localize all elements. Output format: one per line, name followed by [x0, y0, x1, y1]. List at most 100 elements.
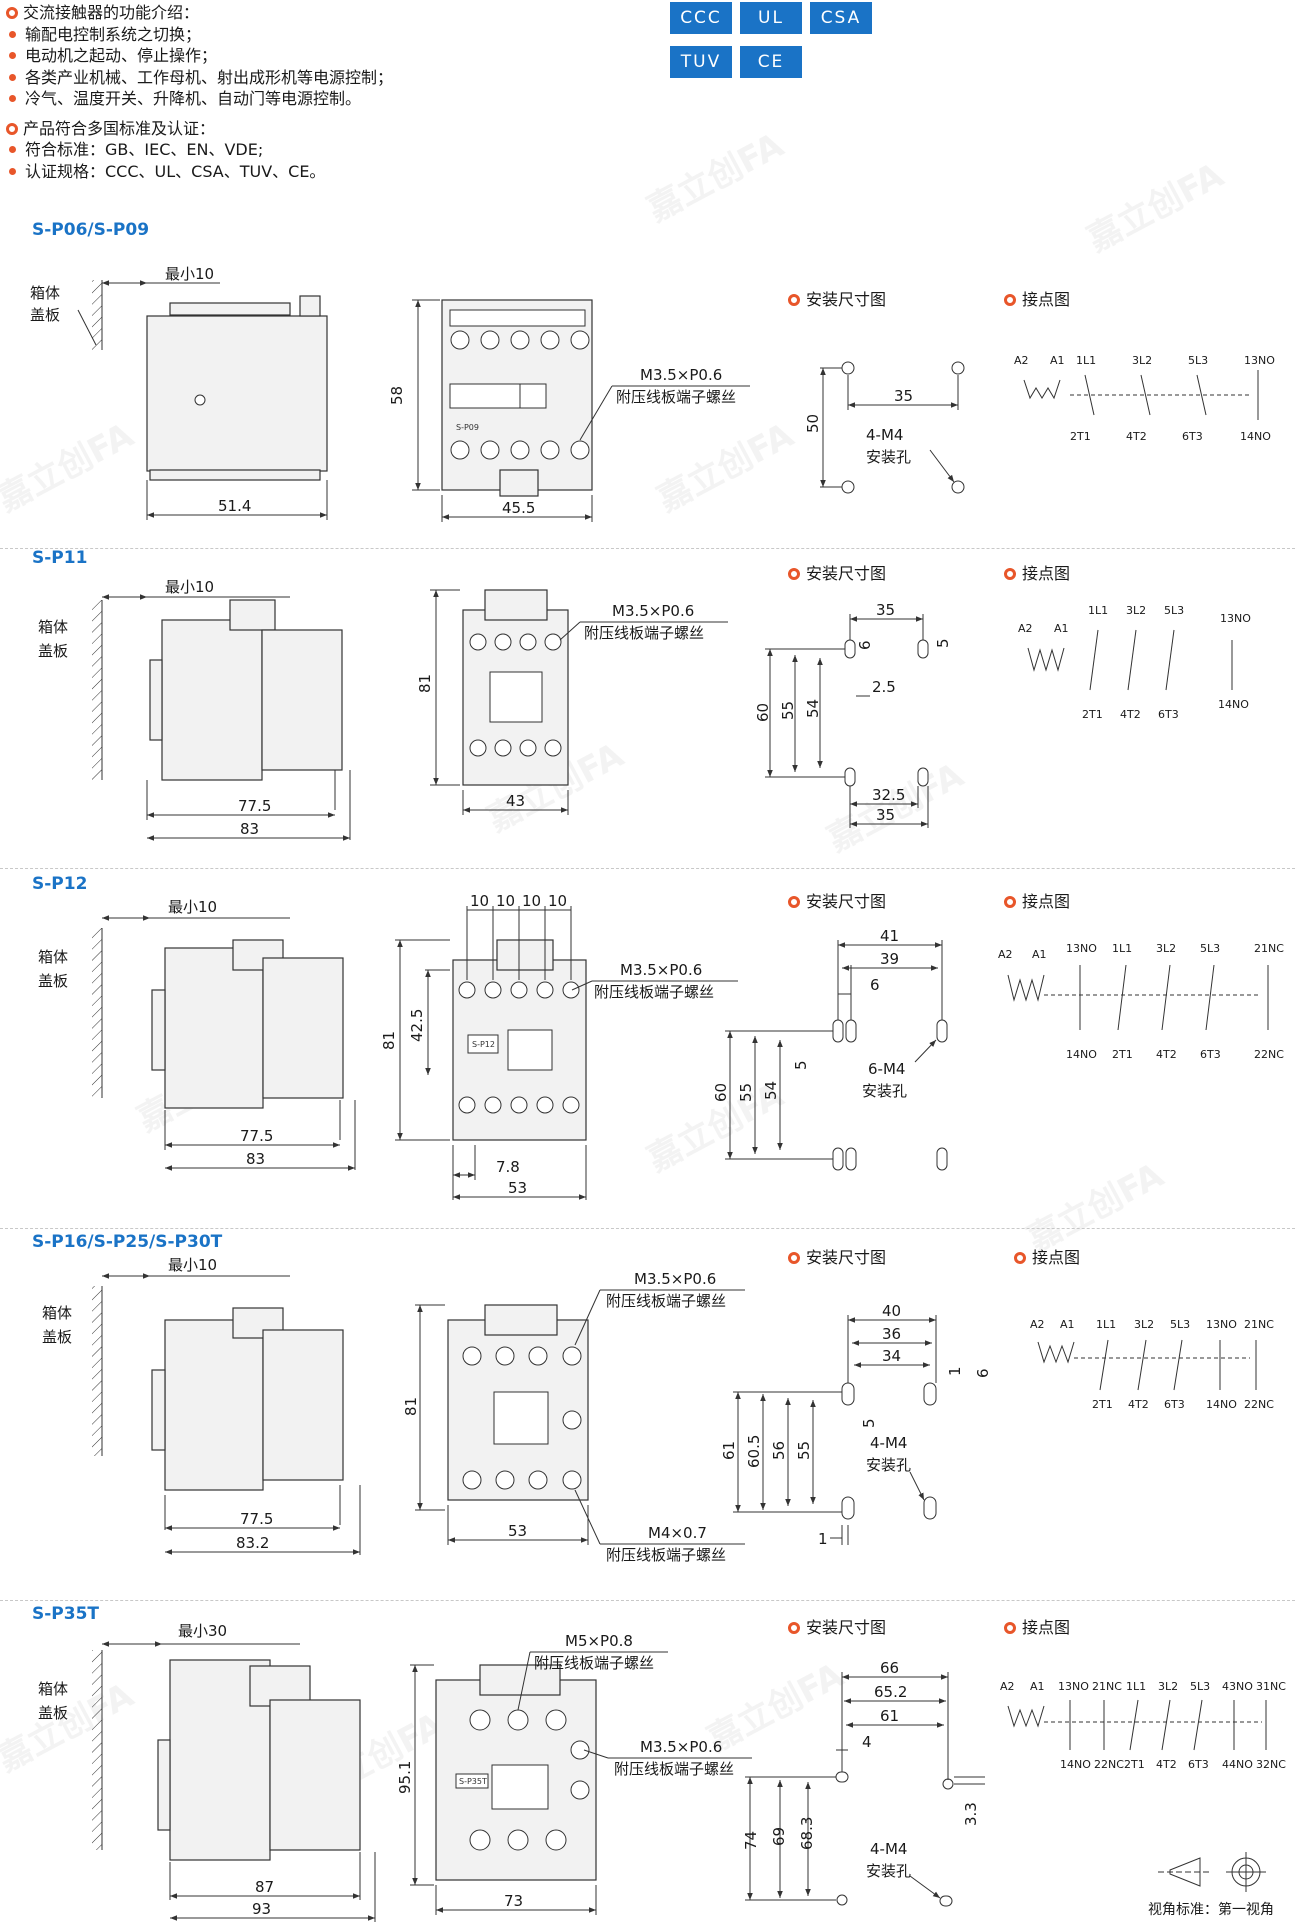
hole-label: 安装孔 — [866, 448, 911, 466]
screw-spec: M3.5×P0.6 — [640, 366, 722, 384]
svg-text:A2: A2 — [1000, 1680, 1015, 1693]
circle-bullet-icon — [1004, 294, 1016, 306]
contact-diagram-4: A2 A1 1L1 3L2 5L3 13NO 21NC 2T1 4T2 6T3 … — [1030, 1318, 1274, 1411]
svg-text:40: 40 — [882, 1302, 901, 1320]
svg-text:安装孔: 安装孔 — [862, 1082, 907, 1100]
section-4-mount: 40 36 34 1 6 5 61 60.5 56 55 4-M4 安装孔 1 — [720, 1302, 992, 1548]
svg-text:73: 73 — [504, 1892, 523, 1910]
svg-text:55: 55 — [795, 1441, 813, 1460]
svg-text:附压线板端子螺丝: 附压线板端子螺丝 — [584, 624, 704, 642]
badge-ce: CE — [740, 46, 802, 78]
section-5-mount: 66 65.2 61 4 74 69 68.3 3.3 4-M4 安装孔 — [742, 1659, 985, 1907]
svg-text:74: 74 — [742, 1831, 760, 1850]
circle-bullet-icon — [6, 7, 18, 19]
badge-tuv: TUV — [670, 46, 732, 78]
dim-side-width: 51.4 — [218, 497, 251, 515]
svg-text:39: 39 — [880, 950, 899, 968]
svg-text:S-P35T: S-P35T — [459, 1777, 487, 1786]
func-item: 电动机之起动、停止操作； — [6, 45, 393, 67]
svg-text:13NO: 13NO — [1206, 1318, 1237, 1331]
svg-text:54: 54 — [762, 1081, 780, 1100]
svg-text:最小10: 最小10 — [168, 1256, 217, 1274]
model-label: S-P09 — [456, 423, 479, 432]
circle-bullet-icon — [788, 568, 800, 580]
svg-text:S-P12: S-P12 — [472, 1040, 495, 1049]
svg-text:55: 55 — [779, 701, 797, 720]
svg-text:6T3: 6T3 — [1164, 1398, 1185, 1411]
svg-text:61: 61 — [720, 1441, 738, 1460]
svg-text:22NC: 22NC — [1254, 1048, 1284, 1061]
circle-bullet-icon — [788, 1622, 800, 1634]
svg-text:A1: A1 — [1060, 1318, 1075, 1331]
section-1-side-view: 箱体 盖板 最小10 51.4 — [30, 265, 328, 520]
dot-bullet-icon — [9, 30, 16, 38]
svg-text:31NC: 31NC — [1256, 1680, 1286, 1693]
svg-text:A1: A1 — [1032, 948, 1047, 961]
svg-text:83: 83 — [246, 1150, 265, 1168]
view-standard: 视角标准：第一视角 — [1148, 1901, 1274, 1918]
section-title: S-P11 — [32, 548, 88, 568]
svg-text:60: 60 — [754, 703, 772, 722]
std-item: 符合标准：GB、IEC、EN、VDE; — [6, 139, 393, 161]
svg-text:21NC: 21NC — [1092, 1680, 1122, 1693]
svg-text:95.1: 95.1 — [396, 1761, 414, 1794]
svg-text:81: 81 — [416, 674, 434, 693]
svg-text:10: 10 — [496, 892, 515, 910]
svg-text:83: 83 — [240, 820, 259, 838]
svg-text:6T3: 6T3 — [1200, 1048, 1221, 1061]
svg-text:箱体: 箱体 — [42, 1304, 72, 1322]
svg-text:A2: A2 — [1030, 1318, 1045, 1331]
svg-text:35: 35 — [876, 601, 895, 619]
svg-text:13NO: 13NO — [1058, 1680, 1089, 1693]
svg-text:2.5: 2.5 — [872, 678, 896, 696]
svg-text:箱体: 箱体 — [38, 1680, 68, 1698]
svg-text:60: 60 — [712, 1083, 730, 1102]
svg-text:43NO: 43NO — [1222, 1680, 1253, 1693]
svg-text:68.3: 68.3 — [798, 1817, 816, 1850]
svg-text:93: 93 — [252, 1900, 271, 1918]
svg-text:5L3: 5L3 — [1188, 354, 1208, 367]
section-1-mount: 50 35 4-M4 安装孔 — [804, 361, 965, 494]
cover-label: 箱体 — [30, 284, 60, 302]
dim-mount-width: 35 — [894, 387, 913, 405]
svg-text:53: 53 — [508, 1522, 527, 1540]
mount-header: 安装尺寸图 — [788, 1244, 886, 1268]
svg-text:10: 10 — [522, 892, 541, 910]
svg-text:盖板: 盖板 — [38, 1704, 68, 1722]
hole-spec: 4-M4 — [866, 426, 903, 444]
svg-text:附压线板端子螺丝: 附压线板端子螺丝 — [606, 1546, 726, 1564]
svg-text:10: 10 — [470, 892, 489, 910]
circle-bullet-icon — [1004, 1622, 1016, 1634]
svg-text:5L3: 5L3 — [1200, 942, 1220, 955]
svg-text:2T1: 2T1 — [1112, 1048, 1133, 1061]
svg-text:2T1: 2T1 — [1124, 1758, 1145, 1771]
svg-text:1: 1 — [946, 1366, 964, 1376]
svg-text:56: 56 — [770, 1441, 788, 1460]
svg-text:M4×0.7: M4×0.7 — [648, 1524, 707, 1542]
svg-text:77.5: 77.5 — [238, 797, 271, 815]
svg-text:4: 4 — [862, 1733, 872, 1751]
mount-header: 安装尺寸图 — [788, 286, 886, 310]
svg-text:M3.5×P0.6: M3.5×P0.6 — [640, 1738, 722, 1756]
func-item: 输配电控制系统之切换； — [6, 24, 393, 46]
section-2-side-view: 箱体 盖板 最小10 77.5 83 — [38, 578, 351, 841]
svg-text:43: 43 — [506, 792, 525, 810]
svg-text:87: 87 — [255, 1878, 274, 1896]
svg-text:附压线板端子螺丝: 附压线板端子螺丝 — [614, 1760, 734, 1778]
svg-text:61: 61 — [880, 1707, 899, 1725]
svg-text:1L1: 1L1 — [1126, 1680, 1146, 1693]
svg-text:13NO: 13NO — [1066, 942, 1097, 955]
svg-text:54: 54 — [804, 699, 822, 718]
svg-text:5: 5 — [860, 1418, 878, 1428]
contact-diagram-5: A2 A1 13NO 21NC 1L1 3L2 5L3 43NO 31NC 14… — [1000, 1680, 1286, 1771]
svg-text:22NC: 22NC — [1094, 1758, 1124, 1771]
contact-header: 接点图 — [1014, 1244, 1080, 1268]
svg-text:4-M4: 4-M4 — [870, 1840, 907, 1858]
circle-bullet-icon — [788, 294, 800, 306]
svg-text:4T2: 4T2 — [1156, 1048, 1177, 1061]
svg-text:6: 6 — [870, 976, 880, 994]
svg-text:4T2: 4T2 — [1156, 1758, 1177, 1771]
svg-text:3L2: 3L2 — [1126, 604, 1146, 617]
svg-text:4T2: 4T2 — [1120, 708, 1141, 721]
